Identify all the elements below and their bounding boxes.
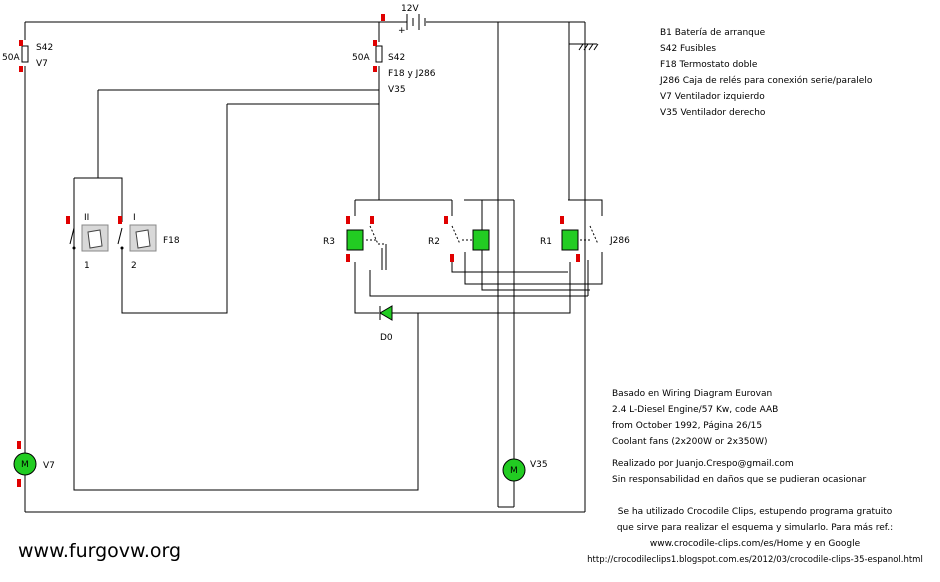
thermo-switch-f18: II I 1 2 F18 xyxy=(66,213,180,271)
relay-r3: R3 xyxy=(323,216,387,270)
diode-d0: D0 xyxy=(379,305,393,343)
switch-pos-ii: II xyxy=(84,213,89,223)
fuse-left-name: S42 xyxy=(36,43,53,53)
fuse-right: 50A S42 F18 y J286 V35 xyxy=(352,40,436,95)
note-line: from October 1992, Página 26/15 xyxy=(612,421,763,431)
motor-v35: M V35 xyxy=(502,458,548,482)
fuse-left-load: V7 xyxy=(36,59,48,69)
switch-pin-1: 1 xyxy=(84,261,90,271)
note-line: www.crocodile-clips.com/es/Home y en Goo… xyxy=(649,539,861,549)
legend-item: V35 Ventilador derecho xyxy=(660,108,766,118)
legend-item: F18 Termostato doble xyxy=(660,60,758,70)
fuse-left: 50A S42 V7 xyxy=(2,40,53,72)
relay-r1: R1 J286 xyxy=(540,216,630,262)
battery-voltage: 12V xyxy=(401,4,419,14)
switch-pos-i: I xyxy=(133,213,136,223)
website-watermark: www.furgovw.org xyxy=(18,540,182,562)
motor-v35-label: V35 xyxy=(530,460,548,470)
source-notes: Basado en Wiring Diagram Eurovan 2.4 L-D… xyxy=(612,386,778,450)
relay-r2: R2 xyxy=(428,216,490,262)
note-line: 2.4 L-Diesel Engine/57 Kw, code AAB xyxy=(612,405,779,415)
note-line: Sin responsabilidad en daños que se pudi… xyxy=(612,475,867,485)
switch-label: F18 xyxy=(163,236,180,246)
note-line: Basado en Wiring Diagram Eurovan xyxy=(612,389,773,399)
diode-label: D0 xyxy=(380,333,393,343)
motor-v35-symbol: M xyxy=(510,466,518,476)
relay-r2-label: R2 xyxy=(428,237,440,247)
note-line: Realizado por Juanjo.Crespo@gmail.com xyxy=(612,459,794,469)
note-line: que sirve para realizar el esquema y sim… xyxy=(616,523,894,533)
author-notes: Realizado por Juanjo.Crespo@gmail.com Si… xyxy=(612,456,866,488)
note-line: Coolant fans (2x200W or 2x350W) xyxy=(612,437,768,447)
fuse-right-out: V35 xyxy=(388,85,406,95)
note-line: Se ha utilizado Crocodile Clips, estupen… xyxy=(617,507,893,517)
motor-v7-symbol: M xyxy=(21,460,29,470)
fuse-left-rating: 50A xyxy=(2,53,20,63)
relay-r3-label: R3 xyxy=(323,237,335,247)
note-url[interactable]: http://crocodileclips1.blogspot.com.es/2… xyxy=(587,555,923,565)
relay-box-label: J286 xyxy=(609,236,630,246)
fuse-right-name: S42 xyxy=(388,53,405,63)
relay-r1-label: R1 xyxy=(540,237,552,247)
legend: B1 Batería de arranque S42 Fusibles F18 … xyxy=(660,25,872,121)
fuse-right-rating: 50A xyxy=(352,53,370,63)
legend-item: B1 Batería de arranque xyxy=(660,28,766,38)
fuse-right-load: F18 y J286 xyxy=(388,69,436,79)
battery-plus: + xyxy=(398,26,406,36)
switch-pin-2: 2 xyxy=(131,261,137,271)
legend-item: J286 Caja de relés para conexión serie/p… xyxy=(660,76,873,86)
legend-item: S42 Fusibles xyxy=(660,44,717,54)
motor-v7-label: V7 xyxy=(43,461,55,471)
battery-symbol: 12V + xyxy=(398,4,426,36)
supply-wires xyxy=(24,21,603,513)
legend-item: V7 Ventilador izquierdo xyxy=(660,92,765,102)
motor-v7: M V7 xyxy=(13,441,55,487)
software-notes: Se ha utilizado Crocodile Clips, estupen… xyxy=(572,504,938,568)
